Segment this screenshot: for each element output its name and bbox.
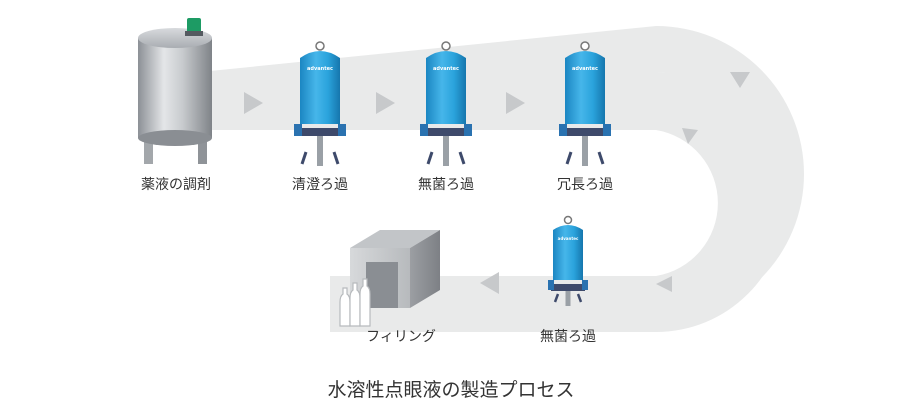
- filter-brand-label: advantec: [572, 66, 598, 72]
- filter-outlet-pipe: [582, 136, 588, 166]
- tank-indicator-base: [185, 31, 203, 36]
- filter-leg: [576, 293, 583, 303]
- filter-brand-label: advantec: [307, 66, 333, 72]
- step-label-redundant: 冗長ろ過: [557, 177, 613, 193]
- pressure-gauge-icon: [580, 41, 590, 51]
- filter-port: [548, 280, 554, 290]
- filter-port: [294, 124, 302, 136]
- filter-port: [603, 124, 611, 136]
- bottles: [339, 278, 371, 327]
- filter-clamp: [563, 128, 607, 136]
- filter-housing-sterile-1: advantec: [420, 41, 472, 166]
- diagram-caption: 水溶性点眼液の製造プロセス: [327, 379, 574, 401]
- filling-booth: [350, 230, 440, 308]
- mixing-tank: [138, 18, 212, 164]
- step-label-tank: 薬液の調剤: [141, 177, 211, 193]
- flow-arrow-down-3: [656, 276, 672, 292]
- filter-outlet-pipe: [317, 136, 323, 166]
- pressure-gauge-icon: [563, 215, 573, 225]
- filter-bowl: [426, 51, 466, 124]
- flow-arrow-right-1: [244, 92, 263, 114]
- flow-arrows: [244, 72, 750, 294]
- filter-housing-sterile-2: advantec: [548, 215, 588, 306]
- bottle-icon: [359, 278, 371, 327]
- filter-leg: [553, 293, 560, 303]
- filter-leg: [300, 151, 308, 165]
- step-label-sterile-1: 無菌ろ過: [418, 177, 474, 193]
- flow-arrow-left-1: [480, 272, 499, 294]
- filter-leg: [565, 151, 573, 165]
- filter-port: [464, 124, 472, 136]
- step-label-clarify: 清澄ろ過: [292, 177, 348, 193]
- flow-arrow-down-1: [730, 72, 750, 88]
- filter-port: [559, 124, 567, 136]
- pressure-gauge-icon: [315, 41, 325, 51]
- filter-clamp: [551, 284, 585, 291]
- filter-bowl: [553, 225, 583, 280]
- flow-arrow-right-2: [376, 92, 395, 114]
- filter-port: [338, 124, 346, 136]
- filter-leg: [597, 151, 605, 165]
- booth-side: [410, 230, 440, 308]
- filter-outlet-pipe: [565, 286, 571, 306]
- step-label-filling: フィリング: [366, 329, 436, 345]
- filter-bowl: [565, 51, 605, 124]
- filter-brand-label: advantec: [558, 236, 579, 241]
- filter-clamp: [298, 128, 342, 136]
- filter-housing-clarify: advantec: [294, 41, 346, 166]
- step-label-sterile-2: 無菌ろ過: [540, 329, 596, 345]
- flow-arrow-down-2: [682, 128, 698, 144]
- filter-brand-label: advantec: [433, 66, 459, 72]
- booth-opening: [366, 262, 398, 308]
- filter-bowl: [300, 51, 340, 124]
- filter-clamp: [424, 128, 468, 136]
- filter-leg: [332, 151, 340, 165]
- filter-outlet-pipe: [443, 136, 449, 166]
- tank-bottom: [138, 130, 212, 146]
- tank-indicator-light: [187, 18, 201, 34]
- filter-port: [420, 124, 428, 136]
- conveyor-track: [200, 26, 804, 332]
- tank-body: [138, 38, 212, 138]
- pressure-gauge-icon: [441, 41, 451, 51]
- filter-leg: [458, 151, 466, 165]
- filter-housing-redundant: advantec: [559, 41, 611, 166]
- filter-leg: [426, 151, 434, 165]
- flow-arrow-right-3: [506, 92, 525, 114]
- filter-port: [582, 280, 588, 290]
